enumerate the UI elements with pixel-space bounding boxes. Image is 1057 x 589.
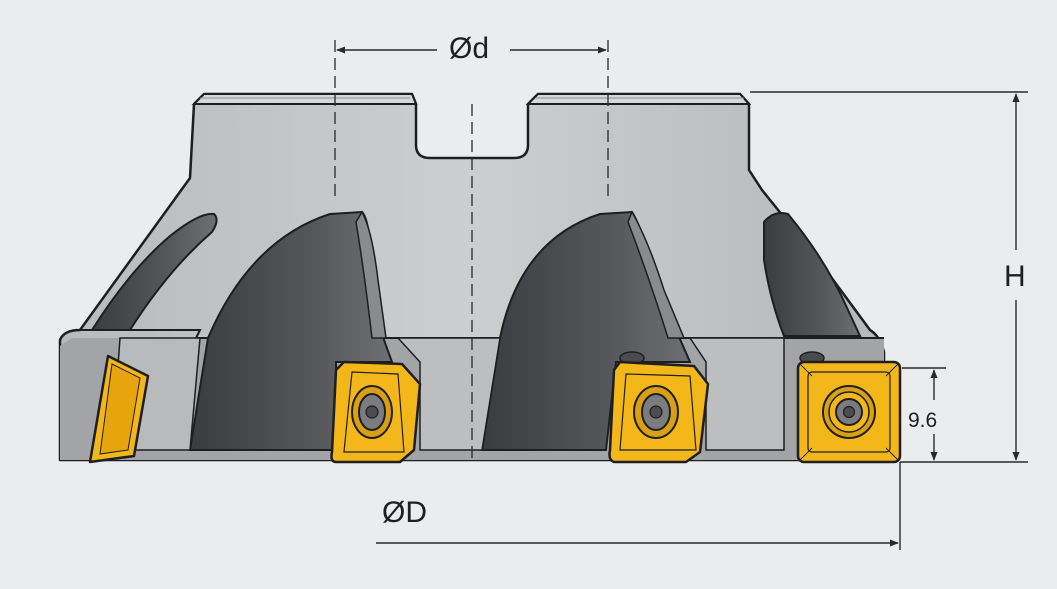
dimension-lines [336,46,1028,550]
flutes [90,210,862,451]
bore-diameter-label: Ød [445,34,494,64]
flute-left [90,212,218,331]
insert-center-right [608,360,710,464]
insert-height-label: 9.6 [908,408,938,433]
insert-center-left [330,360,422,464]
reference-lines [334,40,609,462]
flute-right [763,212,862,337]
height-label: H [1002,258,1028,296]
cutter-diameter-label: ØD [382,496,427,529]
inserts [88,354,902,464]
insert-right [796,360,902,464]
